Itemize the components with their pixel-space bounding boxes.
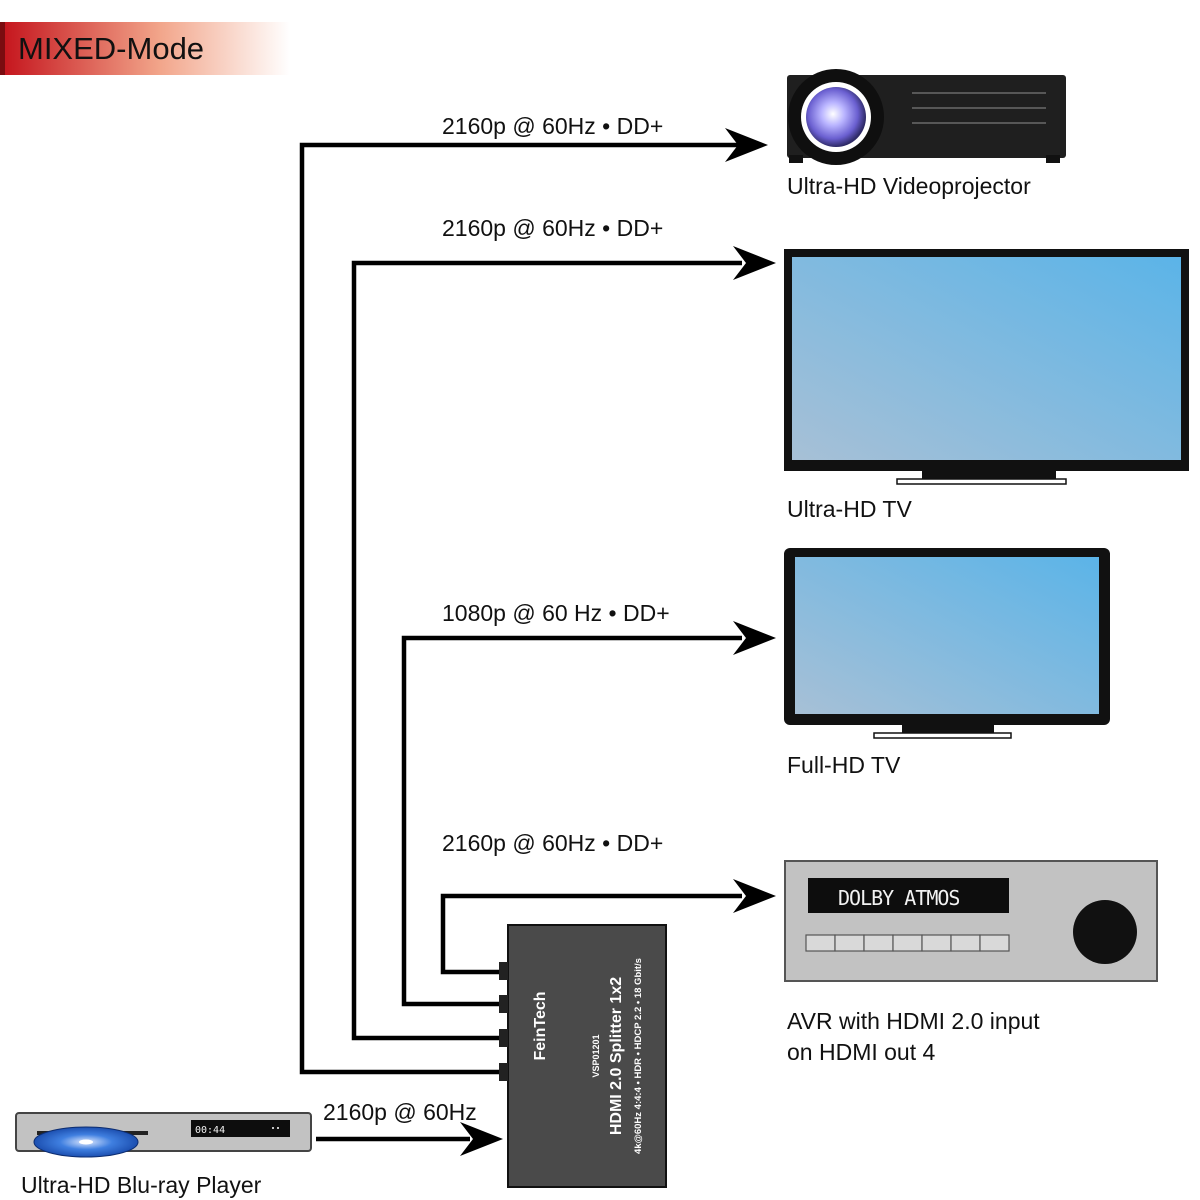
device-label-projector: Ultra-HD Videoprojector	[787, 173, 1031, 199]
wire-fhd-tv	[401, 635, 742, 1007]
avr-button-row	[805, 934, 1010, 952]
arrowheads	[460, 128, 776, 1156]
avr-display-text: DOLBY ATMOS	[838, 886, 959, 910]
arrowhead-projector	[725, 128, 768, 162]
link-label-fhd-tv: 1080p @ 60 Hz • DD+	[442, 600, 670, 626]
tv-icon	[784, 249, 1189, 485]
arrowhead-input	[460, 1122, 503, 1156]
splitter-brand: FeinTech	[532, 991, 549, 1060]
splitter-model: VSP01201	[591, 1034, 601, 1077]
hdmi-splitter-icon: FeinTech VSP01201 HDMI 2.0 Splitter 1x2 …	[499, 924, 667, 1188]
device-label-fhd-tv: Full-HD TV	[787, 752, 901, 778]
link-label-uhd-tv: 2160p @ 60Hz • DD+	[442, 215, 663, 241]
arrowhead-fhd-tv	[733, 621, 776, 655]
tv-icon	[784, 548, 1110, 739]
device-label-avr-line2: on HDMI out 4	[787, 1039, 935, 1065]
avr-display	[808, 878, 1009, 913]
title-banner: MIXED-Mode	[0, 22, 290, 75]
device-label-player: Ultra-HD Blu-ray Player	[21, 1172, 262, 1198]
player-display-text: 00:44	[195, 1125, 225, 1136]
connection-wires	[299, 142, 742, 1142]
avr-icon: DOLBY ATMOS	[784, 860, 1158, 982]
device-label-uhd-tv: Ultra-HD TV	[787, 496, 912, 522]
diagram-title: MIXED-Mode	[18, 31, 204, 66]
player-display	[191, 1120, 290, 1137]
wire-avr	[440, 893, 742, 975]
link-label-projector: 2160p @ 60Hz • DD+	[442, 113, 663, 139]
splitter-name: HDMI 2.0 Splitter 1x2	[608, 977, 625, 1135]
avr-volume-knob	[1073, 900, 1137, 964]
wire-projector	[299, 142, 742, 1075]
device-label-avr-line1: AVR with HDMI 2.0 input	[787, 1008, 1040, 1034]
projector-icon	[787, 69, 1066, 165]
bluray-player-icon: 00:44	[15, 1112, 312, 1158]
splitter-specs: 4k@60Hz 4:4:4 • HDR • HDCP 2.2 • 18 Gbit…	[633, 958, 644, 1154]
link-label-input: 2160p @ 60Hz	[323, 1099, 477, 1125]
arrowhead-uhd-tv	[733, 246, 776, 280]
link-label-avr: 2160p @ 60Hz • DD+	[442, 830, 663, 856]
arrowhead-avr	[733, 879, 776, 913]
wire-uhd-tv	[351, 260, 742, 1041]
